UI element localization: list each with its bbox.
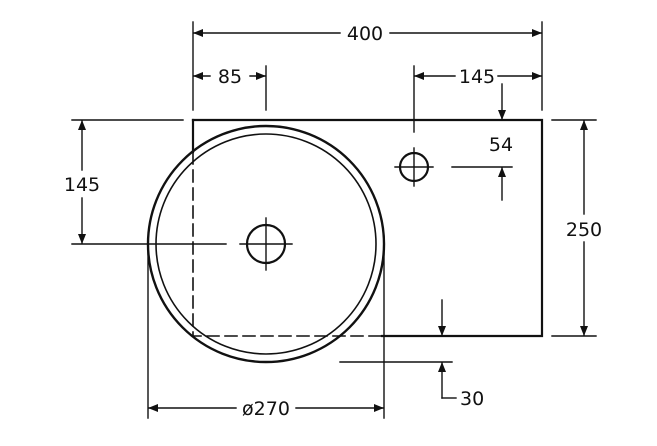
dim-offset-left: 85: [193, 65, 267, 111]
dim-30-label: 30: [460, 388, 484, 410]
dim-54-label: 54: [489, 134, 513, 156]
dim-250-label: 250: [566, 219, 602, 241]
dim-tap-from-top: 54: [451, 83, 513, 201]
dim-overall-depth: 250: [551, 119, 602, 337]
dim-145-left-label: 145: [64, 174, 100, 196]
dim-overall-width: 400: [192, 21, 543, 111]
dim-overflow-offset: 30: [339, 299, 484, 410]
dim-145-top-label: 145: [459, 66, 495, 88]
dim-85-label: 85: [218, 66, 242, 88]
dim-bowl-diameter: ø270: [147, 245, 385, 420]
dim-drain-height: 145: [64, 119, 227, 245]
dim-400-label: 400: [347, 23, 383, 45]
drain-hole: [239, 217, 293, 271]
dim-tap-offset: 145: [413, 65, 542, 133]
dim-diameter-label: ø270: [242, 398, 290, 420]
tap-hole: [394, 147, 434, 187]
